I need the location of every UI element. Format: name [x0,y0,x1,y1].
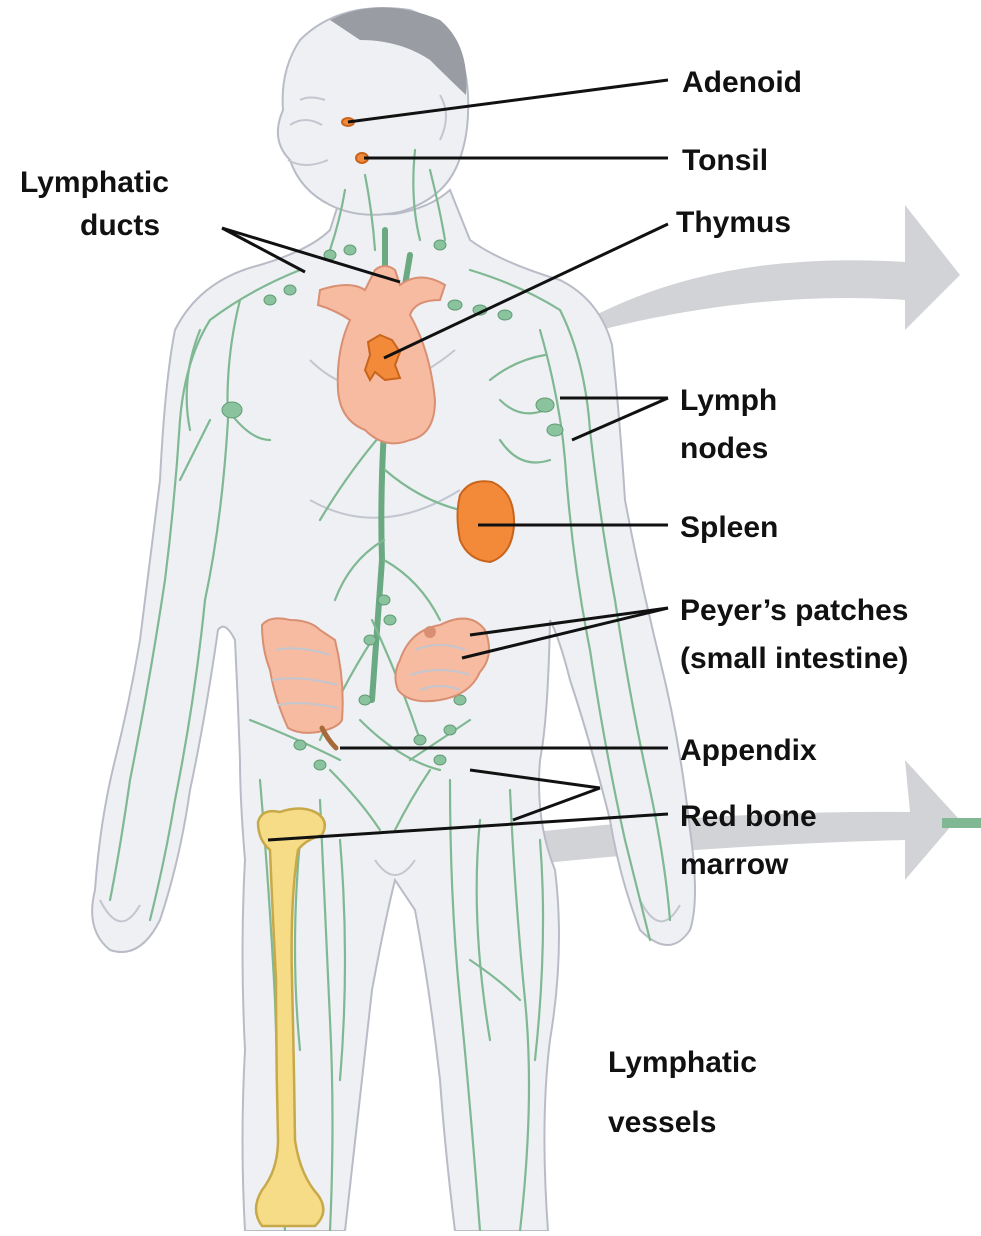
label-lymphatic-vessels-line2: vessels [608,1106,716,1139]
label-peyers-patches-line1: Peyer’s patches [680,594,908,627]
label-lymph-nodes-line2: nodes [680,432,768,465]
label-thymus: Thymus [676,206,791,239]
label-lymphatic-ducts-line1: Lymphatic [20,166,169,199]
spleen-organ [458,481,515,562]
label-red-bone-marrow-line1: Red bone [680,800,817,833]
label-adenoid: Adenoid [682,66,802,99]
partial-green-mark [942,818,981,828]
label-appendix: Appendix [680,734,817,767]
label-lymphatic-vessels-line1: Lymphatic [608,1046,757,1079]
label-spleen: Spleen [680,511,778,544]
label-red-bone-marrow-line2: marrow [680,848,789,881]
label-lymphatic-ducts-line2: ducts [80,209,160,242]
label-peyers-patches-line2: (small intestine) [680,642,908,675]
label-tonsil: Tonsil [682,144,768,177]
label-lymph-nodes-line1: Lymph [680,384,777,417]
